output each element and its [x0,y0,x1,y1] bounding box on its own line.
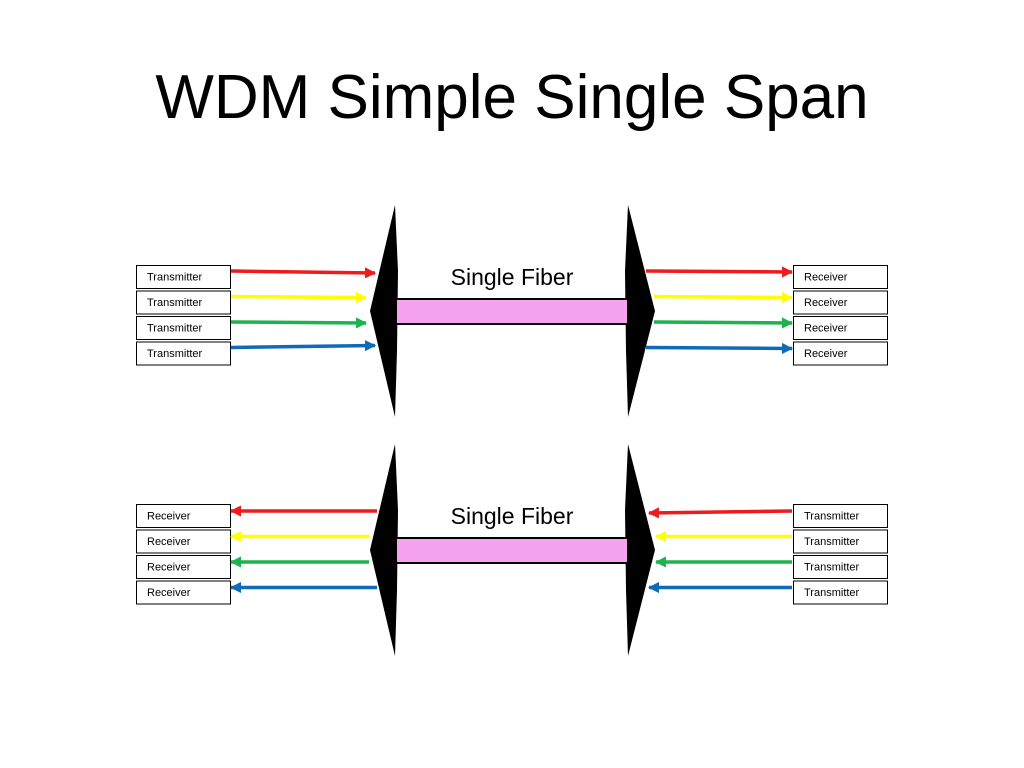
fiber-label: Single Fiber [451,264,574,290]
channel-arrow-right [645,266,794,278]
receiver-box: Receiver [136,529,231,554]
receiver-box-frame [793,341,888,366]
receiver-box-label: Receiver [804,348,848,360]
receiver-box-label: Receiver [147,562,191,574]
channel-arrow-left [230,291,368,304]
receiver-box: Receiver [793,316,888,340]
multiplexer-left [370,444,398,656]
transmitter-box-label: Transmitter [804,562,860,574]
transmitter-box-frame [136,341,231,366]
transmitter-box-frame [793,555,888,579]
transmitter-box-label: Transmitter [147,323,203,335]
channel-arrow-right [645,342,794,355]
multiplexer-right [625,205,655,417]
channel-arrow-left [230,267,377,279]
receiver-box-frame [793,290,888,315]
transmitter-box-label: Transmitter [147,297,203,309]
transmitter-box-label: Transmitter [804,587,860,599]
transmitter-box-frame [136,316,231,340]
receiver-box-label: Receiver [804,297,848,309]
transmitter-box: Transmitter [793,555,888,579]
transmitter-box-label: Transmitter [804,511,860,523]
transmitter-box-label: Transmitter [147,272,203,284]
transmitter-box: Transmitter [136,290,231,315]
transmitter-box: Transmitter [136,341,231,366]
receiver-box: Receiver [136,555,231,579]
receiver-box-label: Receiver [804,272,848,284]
transmitter-box-frame [793,580,888,605]
slide-title: WDM Simple Single Span [155,63,869,132]
receiver-box: Receiver [136,504,231,528]
channel-arrow-left [230,317,368,329]
receiver-box-frame [793,265,888,289]
channel-arrow-right [653,291,794,304]
transmitter-box-frame [793,529,888,554]
fiber-label: Single Fiber [451,503,574,529]
receiver-box-label: Receiver [804,323,848,335]
channel-arrow-right [653,317,794,329]
receiver-box-label: Receiver [147,511,191,523]
single-fiber [395,537,629,564]
receiver-box: Receiver [136,580,231,605]
transmitter-box-frame [136,265,231,289]
transmitter-box-label: Transmitter [804,536,860,548]
transmitter-box: Transmitter [793,580,888,605]
channel-arrow-left [230,340,377,352]
receiver-box: Receiver [793,341,888,366]
transmitter-box: Transmitter [136,316,231,340]
transmitter-box-frame [793,504,888,528]
receiver-box-frame [793,316,888,340]
single-fiber [395,298,629,325]
multiplexer-left [370,205,398,417]
transmitter-box-frame [136,290,231,315]
transmitter-box: Transmitter [793,504,888,528]
receiver-box-label: Receiver [147,536,191,548]
receiver-box: Receiver [793,290,888,315]
transmitter-box: Transmitter [793,529,888,554]
multiplexer-right [625,444,655,656]
transmitter-box: Transmitter [136,265,231,289]
receiver-box-label: Receiver [147,587,191,599]
receiver-box: Receiver [793,265,888,289]
transmitter-box-label: Transmitter [147,348,203,360]
channel-arrow-right [647,507,793,519]
